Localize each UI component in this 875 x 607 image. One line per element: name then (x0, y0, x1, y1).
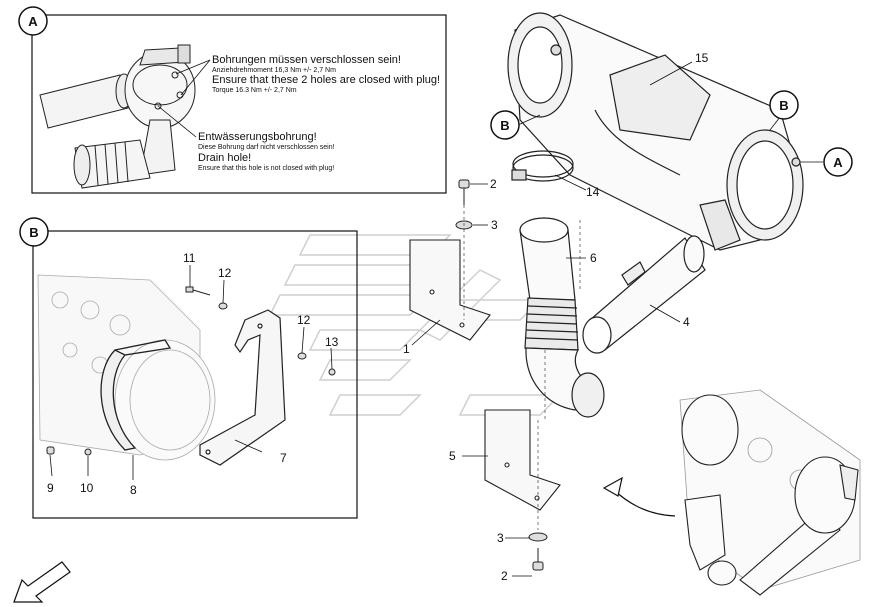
direction-arrow-icon (13, 561, 71, 603)
installed-assembly-parts (681, 394, 859, 596)
callout-b-main-left: B (490, 110, 520, 140)
pipe-part-6 (519, 217, 605, 418)
tailpipe-part-4 (582, 235, 706, 354)
svg-text:A: A (833, 155, 843, 170)
detail-box-a (31, 14, 447, 194)
label-part-6: 6 (590, 251, 597, 265)
callout-a-top: A (18, 6, 48, 36)
detail-a-leader-lines (157, 59, 211, 138)
note-a-line8: Ensure that this hole is not closed with… (198, 165, 334, 172)
label-part-8: 8 (130, 483, 137, 497)
note-a-line4: Torque 16.3 Nm +/- 2,7 Nm (212, 87, 297, 94)
label-part-11: 11 (183, 251, 196, 265)
callout-a-main: A (823, 147, 853, 177)
part-labels: 15 2 3 14 6 4 1 5 3 2 11 12 12 13 7 8 9 … (47, 51, 709, 583)
note-a-line3: Ensure that these 2 holes are closed wit… (212, 74, 440, 86)
detail-a-pipe-illustration (39, 44, 196, 189)
note-a-line1: Bohrungen müssen verschlossen sein! (212, 54, 401, 66)
bracket-part-7 (199, 309, 286, 466)
clamp-part-8 (100, 339, 172, 451)
alignment-dashes (463, 205, 581, 530)
detail-b-leader-lines (49, 265, 333, 480)
clamp-part-14 (511, 150, 574, 182)
curved-arrow-icon (602, 476, 676, 517)
label-part-2-top: 2 (490, 177, 497, 191)
note-a-line5: Entwässerungsbohrung! (198, 131, 317, 143)
svg-text:B: B (29, 225, 38, 240)
label-part-3-bottom: 3 (497, 531, 504, 545)
watermark-logo (268, 234, 562, 416)
svg-text:A: A (28, 14, 38, 29)
label-part-1: 1 (403, 342, 410, 356)
bracket-part-5 (484, 409, 561, 511)
note-a-line2: Anziehdrehmoment 16,3 Nm +/- 2,7 Nm (212, 67, 336, 74)
label-part-4: 4 (683, 315, 690, 329)
main-leader-lines (411, 61, 823, 577)
label-part-12-left: 12 (218, 266, 232, 280)
label-part-14: 14 (586, 185, 600, 199)
fastener-parts-b (46, 286, 336, 456)
label-part-12-right: 12 (297, 313, 311, 327)
label-part-3-top: 3 (491, 218, 498, 232)
callout-b-main-right: B (769, 90, 799, 120)
label-part-15: 15 (695, 51, 709, 65)
label-part-7: 7 (280, 451, 287, 465)
detail-b-muffler-illustration (37, 274, 216, 461)
bracket-part-1 (409, 239, 491, 341)
label-part-2-bottom: 2 (501, 569, 508, 583)
detail-box-b (32, 230, 358, 519)
note-a-line6: Diese Bohrung darf nicht verschlossen se… (198, 144, 335, 151)
note-a-line7: Drain hole! (198, 152, 251, 164)
label-part-13: 13 (325, 335, 339, 349)
label-part-5: 5 (449, 449, 456, 463)
fastener-parts-main (455, 179, 548, 571)
svg-text:B: B (500, 118, 509, 133)
label-part-9: 9 (47, 481, 54, 495)
muffler-part-15 (507, 12, 804, 251)
svg-text:B: B (779, 98, 788, 113)
callout-b-left: B (19, 217, 49, 247)
label-part-10: 10 (80, 481, 94, 495)
